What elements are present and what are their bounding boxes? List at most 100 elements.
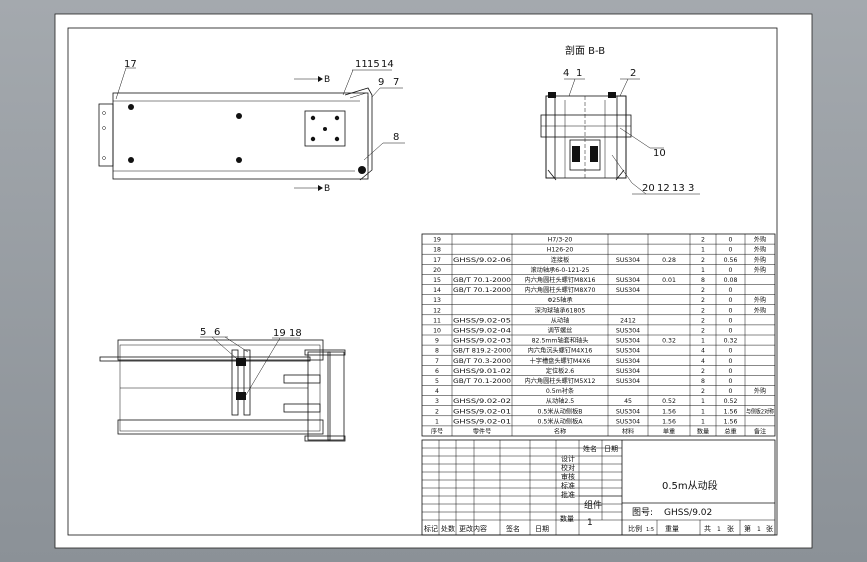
sheets-total: 1 xyxy=(717,526,721,533)
role-review: 审核 xyxy=(561,472,575,481)
bom-cell: 82.5mm轴套和轴头 xyxy=(532,337,589,345)
bom-cell: SUS304 xyxy=(616,328,640,335)
bom-cell: 4 xyxy=(701,358,705,365)
bom-header-cell: 总重 xyxy=(724,428,736,436)
bom-header-cell: 单重 xyxy=(663,428,675,436)
sheets-total-label: 共 xyxy=(704,524,711,533)
bom-cell: 0 xyxy=(729,287,733,294)
bom-cell: 2 xyxy=(701,237,705,244)
bom-cell: H126-20 xyxy=(547,247,574,254)
bom-cell: SUS304 xyxy=(616,287,640,294)
bom-cell: 14 xyxy=(433,287,441,294)
bom-cell: 1 xyxy=(701,267,705,274)
bom-cell: SUS304 xyxy=(616,418,640,425)
callout-3: 3 xyxy=(688,183,694,194)
bom-cell: SUS304 xyxy=(616,378,640,385)
bom-cell: 1.56 xyxy=(724,408,738,415)
qty-value: 1 xyxy=(587,518,593,528)
bom-cell: 4 xyxy=(701,348,705,355)
bom-header-cell: 序号 xyxy=(431,428,443,436)
rev-mark: 标记 xyxy=(424,524,438,533)
bom-cell: 内六角圆柱头螺钉M8X70 xyxy=(525,286,596,294)
bom-cell: GHSS/9.01-02 xyxy=(453,368,511,375)
callout-11: 11 xyxy=(355,59,368,70)
role-design: 设计 xyxy=(561,454,575,463)
bom-cell: 0.32 xyxy=(662,338,676,345)
bom-cell: SUS304 xyxy=(616,358,640,365)
bom-cell: 2 xyxy=(701,297,705,304)
section-marker-top: B xyxy=(324,75,330,85)
section-title: 剖面 B-B xyxy=(565,44,605,57)
callout-8: 8 xyxy=(393,132,399,143)
bom-cell: 外购 xyxy=(754,296,766,304)
callout-2: 2 xyxy=(630,68,636,79)
bom-cell: 0 xyxy=(729,378,733,385)
section-leaders xyxy=(564,78,700,195)
bom-cell: 外购 xyxy=(754,236,766,244)
bom-cell: 定位板2.6 xyxy=(546,367,574,375)
bom-cell: 外购 xyxy=(754,306,766,314)
bom-cell: GB/T 819.2-2000 xyxy=(453,348,511,355)
callout-6: 6 xyxy=(214,327,220,338)
role-standard: 标准 xyxy=(561,481,575,490)
rev-content: 更改内容 xyxy=(459,524,487,533)
bom-cell: 17 xyxy=(433,257,441,264)
weight-label: 重量 xyxy=(665,525,679,533)
bom-cell: 2 xyxy=(701,287,705,294)
bom-cell: 6 xyxy=(435,368,439,375)
callout-17: 17 xyxy=(124,59,137,70)
bom-cell: GHSS/9.02-06 xyxy=(453,257,511,264)
bom-cell: 内六角圆柱头螺钉M5X12 xyxy=(525,377,596,385)
bom-cell: 从动轴 xyxy=(551,316,570,324)
bom-cell: 外购 xyxy=(754,256,766,264)
bom-cell: 深沟球轴承61805 xyxy=(535,306,586,314)
bom-cell: 0.32 xyxy=(724,338,738,345)
bom-cell: SUS304 xyxy=(616,348,640,355)
bom-cell: GHSS/9.02-02 xyxy=(453,398,511,405)
bom-cell: SUS304 xyxy=(616,338,640,345)
bom-cell: 0.52 xyxy=(662,398,676,405)
bom-cell: 0 xyxy=(729,388,733,395)
bom-cell: GB/T 70.1-2000 xyxy=(453,287,511,294)
bom-cell: 滚动轴承6-0-121-25 xyxy=(530,266,589,274)
qty-label: 数量 xyxy=(560,514,574,523)
bom-cell: 从动轴2.5 xyxy=(546,397,574,405)
bom-cell: 0 xyxy=(729,247,733,254)
callout-9: 9 xyxy=(378,77,384,88)
top-view-leaders xyxy=(115,67,405,191)
bom-cell: 1 xyxy=(435,418,439,425)
bom-cell: 0.5m衬条 xyxy=(546,387,574,395)
bom-cell: 0 xyxy=(729,297,733,304)
bom-cell: GB/T 70.1-2000 xyxy=(453,378,511,385)
callout-7: 7 xyxy=(393,77,399,88)
bom-cell: 13 xyxy=(433,297,441,304)
role-check: 校对 xyxy=(561,463,575,472)
bom-cell: 0.56 xyxy=(724,257,738,264)
bom-cell: GB/T 70.1-2000 xyxy=(453,277,511,284)
bom-cell: 1 xyxy=(701,418,705,425)
bom-cell: 4 xyxy=(435,388,439,395)
bom-cell: 2 xyxy=(701,307,705,314)
bottom-view-leaders xyxy=(200,336,300,396)
bom-cell: 调节螺丝 xyxy=(548,327,573,335)
bom-cell: 外购 xyxy=(754,266,766,274)
bom-cell: 2 xyxy=(435,408,439,415)
callout-13: 13 xyxy=(672,183,685,194)
drawing-no: GHSS/9.02 xyxy=(664,508,712,518)
bom-cell: 9 xyxy=(435,338,439,345)
bom-cell: 外购 xyxy=(754,246,766,254)
bom-cell: 连接板 xyxy=(551,256,570,264)
drawing-name: 0.5m从动段 xyxy=(662,479,718,492)
bom-cell: 内六角沉头螺钉M4X16 xyxy=(528,347,593,355)
bom-cell: 2 xyxy=(701,368,705,375)
bom-cell: H7/3-20 xyxy=(548,237,573,244)
callout-10: 10 xyxy=(653,148,666,159)
bom-cell: 0 xyxy=(729,307,733,314)
bom-cell: 8 xyxy=(701,378,705,385)
bom-cell: 外购 xyxy=(754,387,766,395)
bom-cell: 10 xyxy=(433,328,441,335)
callout-5: 5 xyxy=(200,327,206,338)
